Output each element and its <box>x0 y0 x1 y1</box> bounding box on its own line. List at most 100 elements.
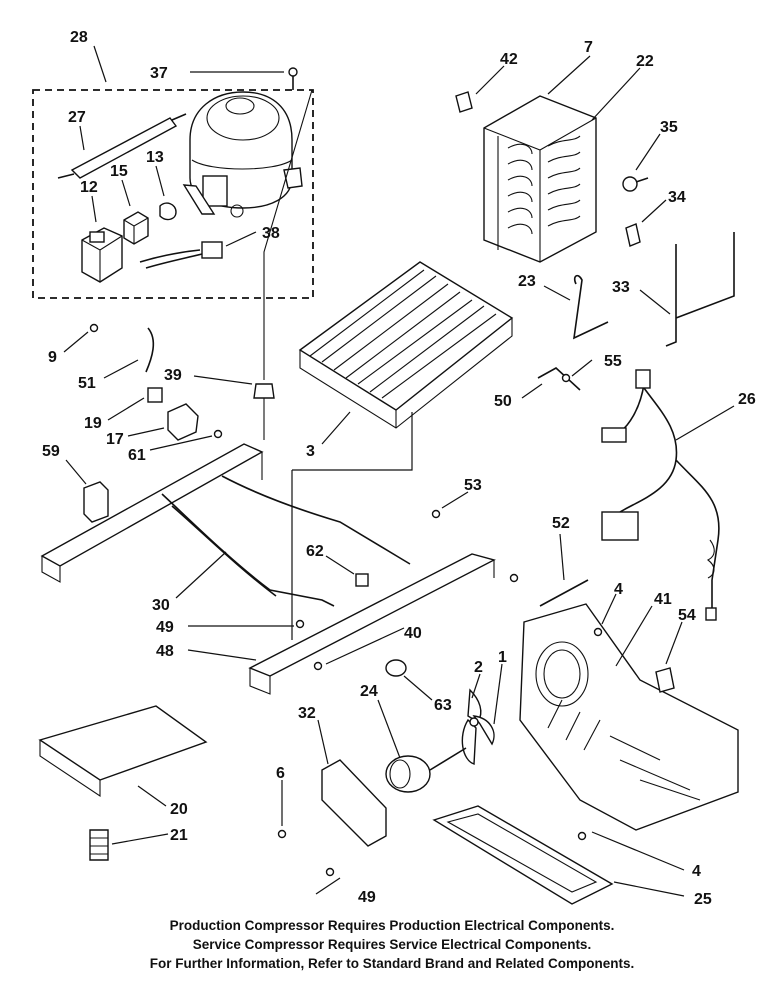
callout-33: 33 <box>612 279 630 296</box>
bracket-50 <box>537 367 581 391</box>
footnote-production: Production Compressor Requires Productio… <box>169 918 615 933</box>
screw-base-right <box>509 573 519 583</box>
callout-54: 54 <box>678 607 696 624</box>
footnote-service: Service Compressor Requires Service Elec… <box>192 937 592 952</box>
grommet-54 <box>655 667 675 693</box>
callout-52: 52 <box>552 515 570 532</box>
grommet-39 <box>253 383 275 399</box>
bolt-37 <box>288 67 298 90</box>
callout-28: 28 <box>70 29 88 46</box>
tube-33 <box>665 232 735 347</box>
clip-59 <box>83 481 109 523</box>
callout-61: 61 <box>128 447 146 464</box>
footnote-reference: For Further Information, Refer to Standa… <box>149 956 635 971</box>
condenser <box>298 261 514 429</box>
harness-38 <box>139 241 223 269</box>
capacitor-17 <box>167 403 199 441</box>
sensor-34 <box>625 223 641 247</box>
drain-pan-25 <box>432 805 614 905</box>
callout-25: 25 <box>694 891 712 908</box>
callout-49-lower: 49 <box>358 889 376 906</box>
tube-51 <box>145 327 155 373</box>
callout-32: 32 <box>298 705 316 722</box>
callout-17: 17 <box>106 431 124 448</box>
screw-53 <box>431 509 441 519</box>
callout-24: 24 <box>360 683 378 700</box>
fan-motor <box>385 747 467 793</box>
wire-to-base <box>263 89 313 440</box>
callout-19: 19 <box>84 415 102 432</box>
footnotes: Production Compressor Requires Productio… <box>0 916 784 973</box>
screw-49-upper <box>295 619 305 629</box>
overload-15 <box>123 211 149 245</box>
foot-21 <box>89 829 109 861</box>
screw-6 <box>277 829 287 839</box>
callout-21: 21 <box>170 827 188 844</box>
clip-13 <box>159 202 177 221</box>
callout-42: 42 <box>500 51 518 68</box>
cover-plate-20 <box>38 705 208 781</box>
screw-4-lower <box>577 831 587 841</box>
callout-3: 3 <box>306 443 315 460</box>
callout-26: 26 <box>738 391 756 408</box>
electrical-group-box <box>32 89 314 299</box>
clip-42 <box>455 91 473 113</box>
callout-34: 34 <box>668 189 686 206</box>
compressor <box>182 91 303 218</box>
callout-40: 40 <box>404 625 422 642</box>
relay-12 <box>81 227 123 283</box>
screw-49-lower <box>325 867 335 877</box>
leader-lines <box>63 45 735 897</box>
screw-61 <box>213 429 223 439</box>
part-19 <box>147 387 163 403</box>
bracket-23 <box>573 274 609 340</box>
callout-63: 63 <box>434 697 452 714</box>
callout-13: 13 <box>146 149 164 166</box>
sensor-27 <box>57 113 187 179</box>
callout-4-upper: 4 <box>614 581 623 598</box>
callout-50: 50 <box>494 393 512 410</box>
callout-15: 15 <box>110 163 128 180</box>
harness-26 <box>601 369 720 621</box>
callout-55: 55 <box>604 353 622 370</box>
screw-40 <box>313 661 323 671</box>
screw-55 <box>561 373 571 383</box>
screw-4-upper <box>593 627 603 637</box>
callout-53: 53 <box>464 477 482 494</box>
screw-9 <box>89 323 99 333</box>
sensor-35 <box>622 176 649 192</box>
part-62 <box>355 573 369 587</box>
callout-27: 27 <box>68 109 86 126</box>
callout-51: 51 <box>78 375 96 392</box>
callout-1: 1 <box>498 649 507 666</box>
callout-59: 59 <box>42 443 60 460</box>
callout-2: 2 <box>474 659 483 676</box>
motor-bracket-32 <box>321 759 387 847</box>
callout-30: 30 <box>152 597 170 614</box>
callout-38: 38 <box>262 225 280 242</box>
fan-bracket <box>519 603 739 831</box>
callout-7: 7 <box>584 39 593 56</box>
callout-35: 35 <box>660 119 678 136</box>
callout-37: 37 <box>150 65 168 82</box>
callout-12: 12 <box>80 179 98 196</box>
callout-39: 39 <box>164 367 182 384</box>
callout-20: 20 <box>170 801 188 818</box>
cover-plate-20-edge <box>39 740 101 798</box>
screw-52 <box>539 579 589 607</box>
fan-blade <box>461 688 495 765</box>
callout-9: 9 <box>48 349 57 366</box>
grommet-63 <box>385 659 407 677</box>
callout-48: 48 <box>156 643 174 660</box>
callout-22: 22 <box>636 53 654 70</box>
callout-49-upper: 49 <box>156 619 174 636</box>
callout-41: 41 <box>654 591 672 608</box>
callout-62: 62 <box>306 543 324 560</box>
callout-4-lower: 4 <box>692 863 701 880</box>
callout-23: 23 <box>518 273 536 290</box>
evaporator <box>483 95 597 263</box>
base-frame <box>40 412 496 695</box>
callout-6: 6 <box>276 765 285 782</box>
